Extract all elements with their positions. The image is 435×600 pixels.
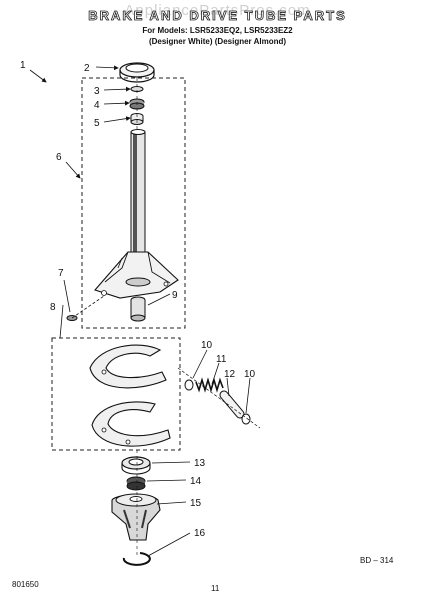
part-8-brake-shoes[interactable] [89, 344, 171, 447]
leader-lines [29, 65, 251, 557]
document-number: 801650 [12, 580, 39, 589]
callout-14: 14 [190, 476, 202, 487]
part-14-nut[interactable] [126, 476, 146, 491]
watermark: AppliancePartsPros.com [124, 2, 311, 19]
part-12-pin[interactable] [219, 390, 245, 419]
part-9-coupling[interactable] [130, 296, 146, 322]
callout-1: 1 [20, 60, 26, 71]
spring-axis-line [177, 367, 261, 429]
callout-7: 7 [58, 268, 64, 279]
callout-10-right: 10 [244, 369, 256, 380]
assembly-8-outline [51, 337, 181, 451]
diagram-title: BRAKE AND DRIVE TUBE PARTS [88, 8, 347, 24]
callout-12: 12 [224, 369, 236, 380]
model-numbers: For Models: LSR5233EQ2, LSR5233EZ2 [142, 26, 293, 35]
part-2-bearing[interactable] [119, 62, 155, 83]
part-16-retaining-ring[interactable] [122, 552, 151, 566]
callout-10-left: 10 [201, 340, 213, 351]
callout-3: 3 [94, 86, 100, 97]
callout-4: 4 [94, 100, 100, 111]
part-10-cap-left[interactable] [184, 379, 194, 391]
assembly-6-outline [81, 77, 186, 329]
page-number: 11 [211, 584, 220, 593]
callout-15: 15 [190, 498, 202, 509]
diagram-code: BD – 314 [360, 556, 394, 565]
part-7-washer[interactable] [66, 295, 105, 321]
model-variants: (Designer White) (Designer Almond) [148, 37, 287, 46]
callout-2: 2 [84, 63, 90, 74]
callout-9: 9 [172, 290, 178, 301]
callout-6: 6 [56, 152, 62, 163]
callout-13: 13 [194, 458, 206, 469]
part-6-drive-tube[interactable] [94, 129, 179, 299]
part-15-drive-block[interactable] [111, 493, 161, 541]
callout-8: 8 [50, 302, 56, 313]
callout-11: 11 [216, 354, 227, 365]
callout-16: 16 [194, 528, 206, 539]
part-13-ring[interactable] [121, 456, 151, 475]
callout-5: 5 [94, 118, 100, 129]
part-11-spring[interactable] [195, 377, 224, 393]
